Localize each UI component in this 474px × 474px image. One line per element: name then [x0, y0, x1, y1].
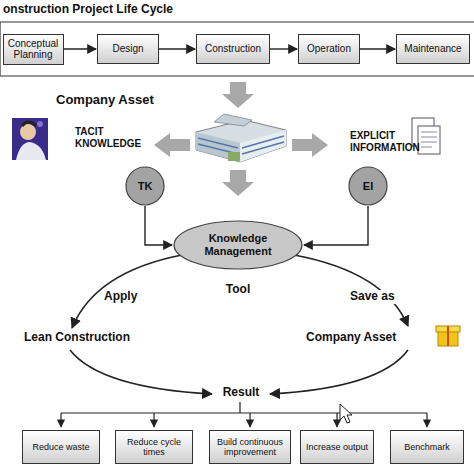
gift-icon: [436, 326, 460, 346]
diagram-label: Company Asset: [56, 93, 154, 108]
result-box: Reduce cycle times: [115, 430, 193, 464]
phase-box: Operation: [298, 34, 360, 64]
right-arrow: [292, 133, 328, 157]
mouse-cursor: [340, 404, 352, 423]
diagram-label: Tool: [224, 283, 252, 297]
flow-arrow: [145, 206, 172, 245]
phase-box: Conceptual Planning: [3, 34, 64, 65]
save-curve: [294, 255, 408, 326]
flow-arrow: [304, 206, 368, 245]
node-text: Increase output: [306, 442, 368, 452]
flow-arrow: [270, 48, 297, 49]
diagram-title: onstruction Project Life Cycle: [3, 3, 173, 17]
node-text: Construction: [205, 43, 261, 55]
lifecycle-frame: [0, 22, 474, 76]
result-curve: [70, 350, 212, 394]
diagram-label: Apply: [102, 290, 139, 304]
node-text: Maintenance: [404, 43, 461, 55]
phase-box: Maintenance: [396, 34, 470, 64]
down-arrow: [222, 170, 254, 196]
diagram-label: Result: [221, 386, 262, 400]
diagram-label: Company Asset: [304, 331, 398, 345]
result-curve: [270, 350, 408, 394]
node-text: Operation: [307, 43, 351, 55]
phase-box: Construction: [196, 34, 270, 64]
node-text: TK: [138, 180, 153, 193]
diagram-label: EXPLICIT INFORMATION: [350, 130, 432, 153]
phase-box: Design: [97, 34, 159, 64]
flow-arrow: [64, 48, 97, 49]
node-text: Benchmark: [404, 442, 450, 452]
down-arrow: [222, 82, 254, 108]
result-box: Increase output: [300, 430, 374, 464]
flow-arrow: [360, 48, 395, 49]
node-text: Build continuous improvement: [214, 437, 286, 458]
node-text: Reduce cycle times: [120, 437, 188, 458]
result-bracket: [61, 402, 427, 427]
result-box: Build continuous improvement: [209, 430, 291, 464]
knowledge-circle: TK: [125, 166, 165, 206]
diagram-label: Save as: [348, 290, 397, 304]
result-box: Reduce waste: [22, 430, 100, 464]
node-text: Reduce waste: [32, 442, 89, 452]
left-arrow: [154, 133, 190, 157]
diagram-label: TACIT KNOWLEDGE: [75, 126, 137, 149]
flow-arrow: [159, 48, 195, 49]
tool-ellipse: Knowledge Management: [173, 220, 303, 270]
node-text: EI: [363, 180, 373, 193]
node-text: Design: [112, 43, 143, 55]
building-icon: [196, 114, 286, 162]
result-box: Benchmark: [390, 430, 464, 464]
apply-curve: [72, 255, 182, 328]
knowledge-circle: EI: [348, 166, 388, 206]
tacit-icon: [12, 118, 48, 160]
diagram-label: Lean Construction: [22, 331, 132, 345]
node-text: Knowledge Management: [173, 232, 303, 257]
node-text: Conceptual Planning: [8, 38, 59, 61]
